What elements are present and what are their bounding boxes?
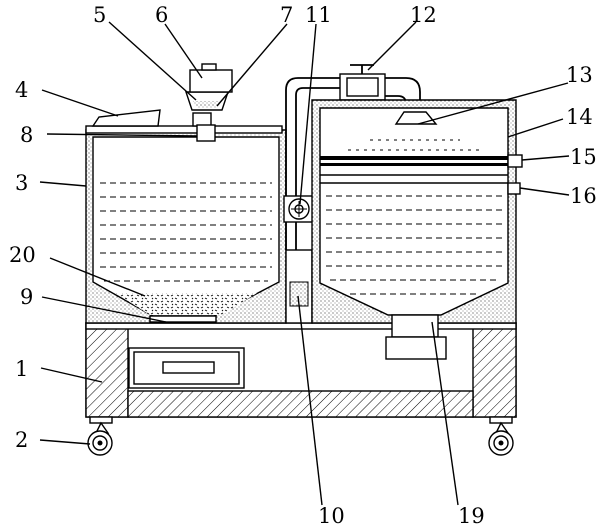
label-6: 6 — [155, 3, 168, 27]
label-11: 11 — [305, 3, 332, 27]
wheel-left — [87, 416, 113, 456]
label-16: 16 — [570, 184, 597, 208]
label-13: 13 — [566, 63, 593, 87]
wheel-right — [488, 416, 514, 456]
label-19: 19 — [458, 504, 485, 528]
label-8: 8 — [20, 123, 33, 147]
label-15: 15 — [570, 145, 597, 169]
lid — [85, 125, 283, 134]
label-12: 12 — [410, 3, 437, 27]
right-tank — [311, 99, 523, 324]
discharge-pipe — [385, 314, 447, 360]
leader-lines — [39, 21, 570, 506]
label-2: 2 — [15, 428, 28, 452]
label-10: 10 — [318, 504, 345, 528]
label-1: 1 — [15, 357, 28, 381]
label-14: 14 — [566, 105, 593, 129]
label-3: 3 — [15, 171, 28, 195]
label-4: 4 — [15, 78, 28, 102]
inlet-hopper — [91, 109, 161, 127]
label-9: 9 — [20, 285, 33, 309]
label-20: 20 — [9, 243, 36, 267]
valve — [339, 64, 421, 112]
label-5: 5 — [93, 3, 106, 27]
label-7: 7 — [280, 3, 293, 27]
drawer — [128, 347, 245, 389]
left-tank — [85, 129, 287, 324]
dosing-device — [185, 63, 233, 142]
